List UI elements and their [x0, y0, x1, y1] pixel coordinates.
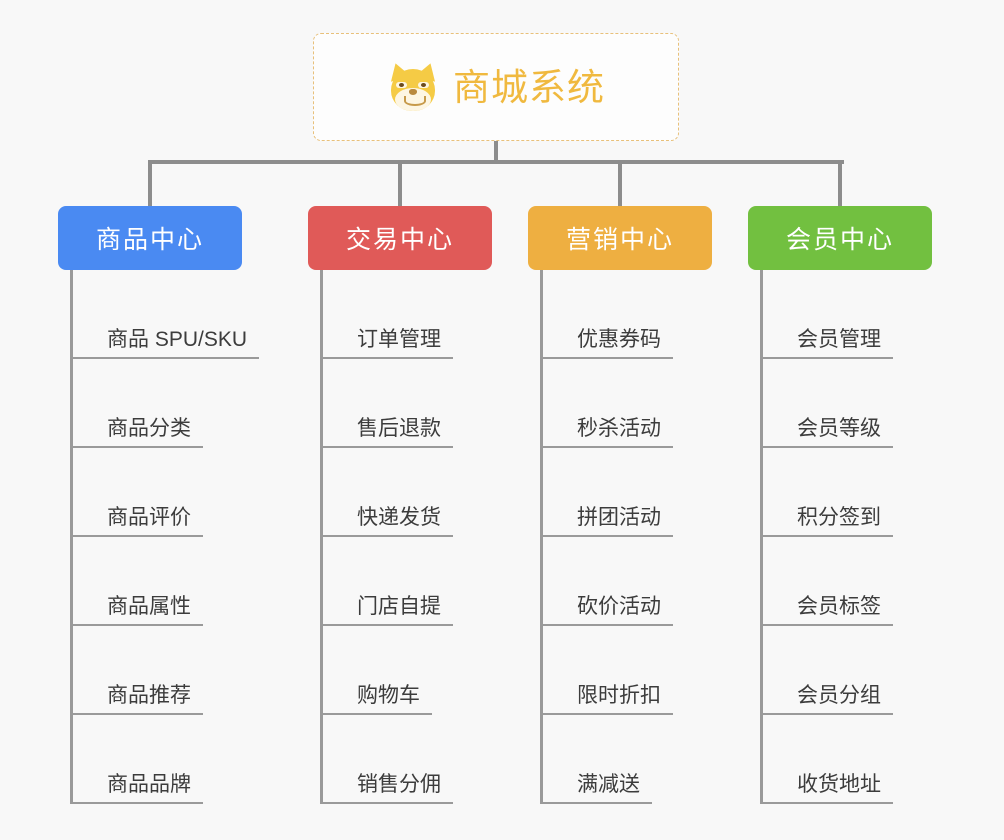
leaf-item[interactable]: 订单管理: [323, 270, 492, 359]
leaf-item-label: 秒杀活动: [543, 417, 673, 448]
leaf-item-label: 砍价活动: [543, 595, 673, 626]
leaf-item[interactable]: 商品评价: [73, 448, 242, 537]
leaf-item[interactable]: 积分签到: [763, 448, 932, 537]
leaf-item-label: 购物车: [323, 684, 432, 715]
leaf-item-label: 订单管理: [323, 328, 453, 359]
leaf-item-label: 满减送: [543, 773, 652, 804]
category-header-member-center[interactable]: 会员中心: [748, 206, 932, 270]
leaf-item-label: 会员分组: [763, 684, 893, 715]
root-node-title: 商城系统: [453, 66, 605, 108]
leaf-item-label: 商品品牌: [73, 773, 203, 804]
leaf-item-label: 门店自提: [323, 595, 453, 626]
category-header-marketing-center[interactable]: 营销中心: [528, 206, 712, 270]
leaf-item[interactable]: 收货地址: [763, 715, 932, 804]
leaf-item-label: 限时折扣: [543, 684, 673, 715]
leaf-item[interactable]: 会员等级: [763, 359, 932, 448]
leaf-item-label: 会员标签: [763, 595, 893, 626]
connector-horizontal-bus: [148, 160, 844, 164]
connector-drop-3: [618, 160, 622, 208]
leaf-item[interactable]: 快递发货: [323, 448, 492, 537]
leaf-list-member-center: 会员管理会员等级积分签到会员标签会员分组收货地址: [760, 270, 932, 804]
leaf-item[interactable]: 优惠券码: [543, 270, 712, 359]
leaf-item-label: 会员等级: [763, 417, 893, 448]
leaf-item-label: 商品 SPU/SKU: [73, 328, 260, 359]
connector-drop-4: [838, 160, 842, 208]
leaf-list-marketing-center: 优惠券码秒杀活动拼团活动砍价活动限时折扣满减送: [540, 270, 712, 804]
column-trade-center: 交易中心订单管理售后退款快递发货门店自提购物车销售分佣: [308, 206, 492, 804]
leaf-item[interactable]: 售后退款: [323, 359, 492, 448]
leaf-list-product-center: 商品 SPU/SKU 商品分类商品评价商品属性商品推荐商品品牌: [70, 270, 260, 804]
leaf-item-label: 快递发货: [323, 506, 453, 537]
leaf-item-label: 积分签到: [763, 506, 893, 537]
column-product-center: 商品中心商品 SPU/SKU 商品分类商品评价商品属性商品推荐商品品牌: [58, 206, 260, 804]
leaf-item-label: 销售分佣: [323, 773, 453, 804]
leaf-item-label: 优惠券码: [543, 328, 673, 359]
dog-face-icon: [386, 60, 440, 112]
leaf-item[interactable]: 商品属性: [73, 537, 242, 626]
leaf-item-label: 会员管理: [763, 328, 893, 359]
connector-root-stem: [494, 141, 498, 162]
connector-drop-1: [148, 160, 152, 208]
leaf-item-label: 商品评价: [73, 506, 203, 537]
category-header-trade-center[interactable]: 交易中心: [308, 206, 492, 270]
leaf-item[interactable]: 门店自提: [323, 537, 492, 626]
leaf-item[interactable]: 购物车: [323, 626, 492, 715]
leaf-item[interactable]: 会员分组: [763, 626, 932, 715]
leaf-item[interactable]: 拼团活动: [543, 448, 712, 537]
connector-drop-2: [398, 160, 402, 208]
category-header-product-center[interactable]: 商品中心: [58, 206, 242, 270]
leaf-item[interactable]: 满减送: [543, 715, 712, 804]
root-node-shopping-mall-system[interactable]: 商城系统: [313, 33, 679, 141]
leaf-item-label: 售后退款: [323, 417, 453, 448]
leaf-item[interactable]: 限时折扣: [543, 626, 712, 715]
leaf-item[interactable]: 砍价活动: [543, 537, 712, 626]
leaf-item-label: 拼团活动: [543, 506, 673, 537]
leaf-item[interactable]: 商品品牌: [73, 715, 242, 804]
leaf-item-label: 收货地址: [763, 773, 893, 804]
leaf-item[interactable]: 秒杀活动: [543, 359, 712, 448]
column-marketing-center: 营销中心优惠券码秒杀活动拼团活动砍价活动限时折扣满减送: [528, 206, 712, 804]
leaf-item[interactable]: 商品推荐: [73, 626, 242, 715]
leaf-item[interactable]: 商品分类: [73, 359, 242, 448]
leaf-item[interactable]: 会员管理: [763, 270, 932, 359]
leaf-item[interactable]: 会员标签: [763, 537, 932, 626]
leaf-list-trade-center: 订单管理售后退款快递发货门店自提购物车销售分佣: [320, 270, 492, 804]
leaf-item-label: 商品属性: [73, 595, 203, 626]
leaf-item-label: 商品推荐: [73, 684, 203, 715]
leaf-item[interactable]: 商品 SPU/SKU: [73, 270, 260, 359]
column-member-center: 会员中心会员管理会员等级积分签到会员标签会员分组收货地址: [748, 206, 932, 804]
leaf-item[interactable]: 销售分佣: [323, 715, 492, 804]
leaf-item-label: 商品分类: [73, 417, 203, 448]
